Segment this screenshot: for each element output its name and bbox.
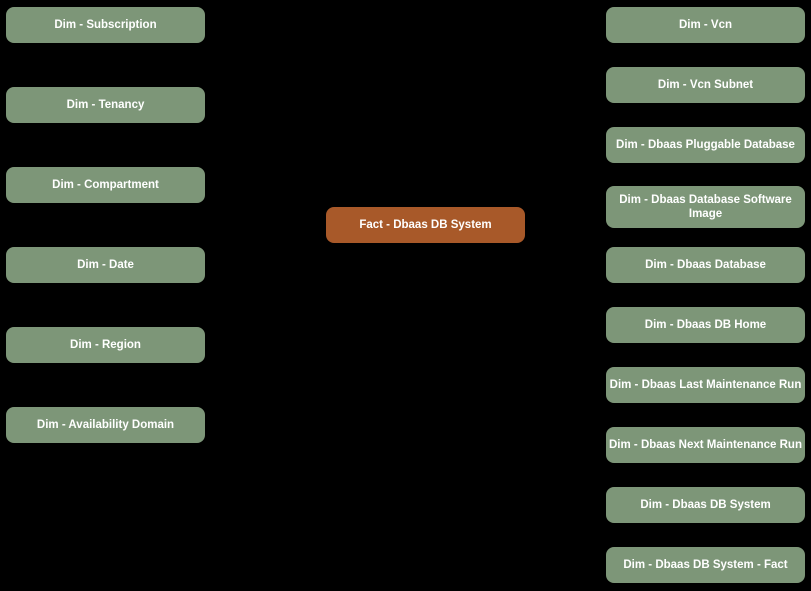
node-label: Dim - Vcn — [678, 19, 733, 31]
node-label: Dim - Dbaas Pluggable Database — [616, 139, 795, 151]
node-label: Dim - Dbaas Database — [645, 259, 766, 271]
dim-node-dbaas-last-maintenance-run[interactable]: Dim - Dbaas Last Maintenance Run — [606, 367, 805, 403]
node-label: Dim - Tenancy — [66, 99, 145, 111]
node-label: Dim - Dbaas DB System - Fact — [623, 559, 788, 571]
dim-node-vcn[interactable]: Dim - Vcn — [606, 7, 805, 43]
node-label: Dim - Dbaas Next Maintenance Run — [609, 439, 802, 451]
dim-node-dbaas-database[interactable]: Dim - Dbaas Database — [606, 247, 805, 283]
node-label: Dim - Dbaas Last Maintenance Run — [609, 379, 802, 391]
node-label: Dim - Dbaas DB System — [640, 499, 771, 511]
dim-node-dbaas-db-system-fact[interactable]: Dim - Dbaas DB System - Fact — [606, 547, 805, 583]
dim-node-region[interactable]: Dim - Region — [6, 327, 205, 363]
dim-node-dbaas-next-maintenance-run[interactable]: Dim - Dbaas Next Maintenance Run — [606, 427, 805, 463]
node-label: Dim - Dbaas Database Software Image — [619, 194, 792, 220]
node-label: Dim - Dbaas DB Home — [644, 319, 767, 331]
node-label: Dim - Subscription — [54, 19, 157, 31]
dim-node-dbaas-db-system[interactable]: Dim - Dbaas DB System — [606, 487, 805, 523]
dim-node-subscription[interactable]: Dim - Subscription — [6, 7, 205, 43]
node-label: Dim - Region — [70, 339, 141, 351]
node-label: Fact - Dbaas DB System — [359, 219, 492, 231]
dim-node-availability-domain[interactable]: Dim - Availability Domain — [6, 407, 205, 443]
dim-node-vcn-subnet[interactable]: Dim - Vcn Subnet — [606, 67, 805, 103]
dim-node-tenancy[interactable]: Dim - Tenancy — [6, 87, 205, 123]
fact-node-dbaas-db-system[interactable]: Fact - Dbaas DB System — [326, 207, 525, 243]
node-label: Dim - Vcn Subnet — [657, 79, 754, 91]
dim-node-dbaas-pluggable-database[interactable]: Dim - Dbaas Pluggable Database — [606, 127, 805, 163]
dim-node-compartment[interactable]: Dim - Compartment — [6, 167, 205, 203]
dim-node-dbaas-database-software-image[interactable]: Dim - Dbaas Database Software Image — [606, 186, 805, 228]
dim-node-date[interactable]: Dim - Date — [6, 247, 205, 283]
node-label: Dim - Compartment — [52, 179, 159, 191]
dim-node-dbaas-db-home[interactable]: Dim - Dbaas DB Home — [606, 307, 805, 343]
node-label: Dim - Date — [77, 259, 134, 271]
node-label: Dim - Availability Domain — [36, 419, 175, 431]
